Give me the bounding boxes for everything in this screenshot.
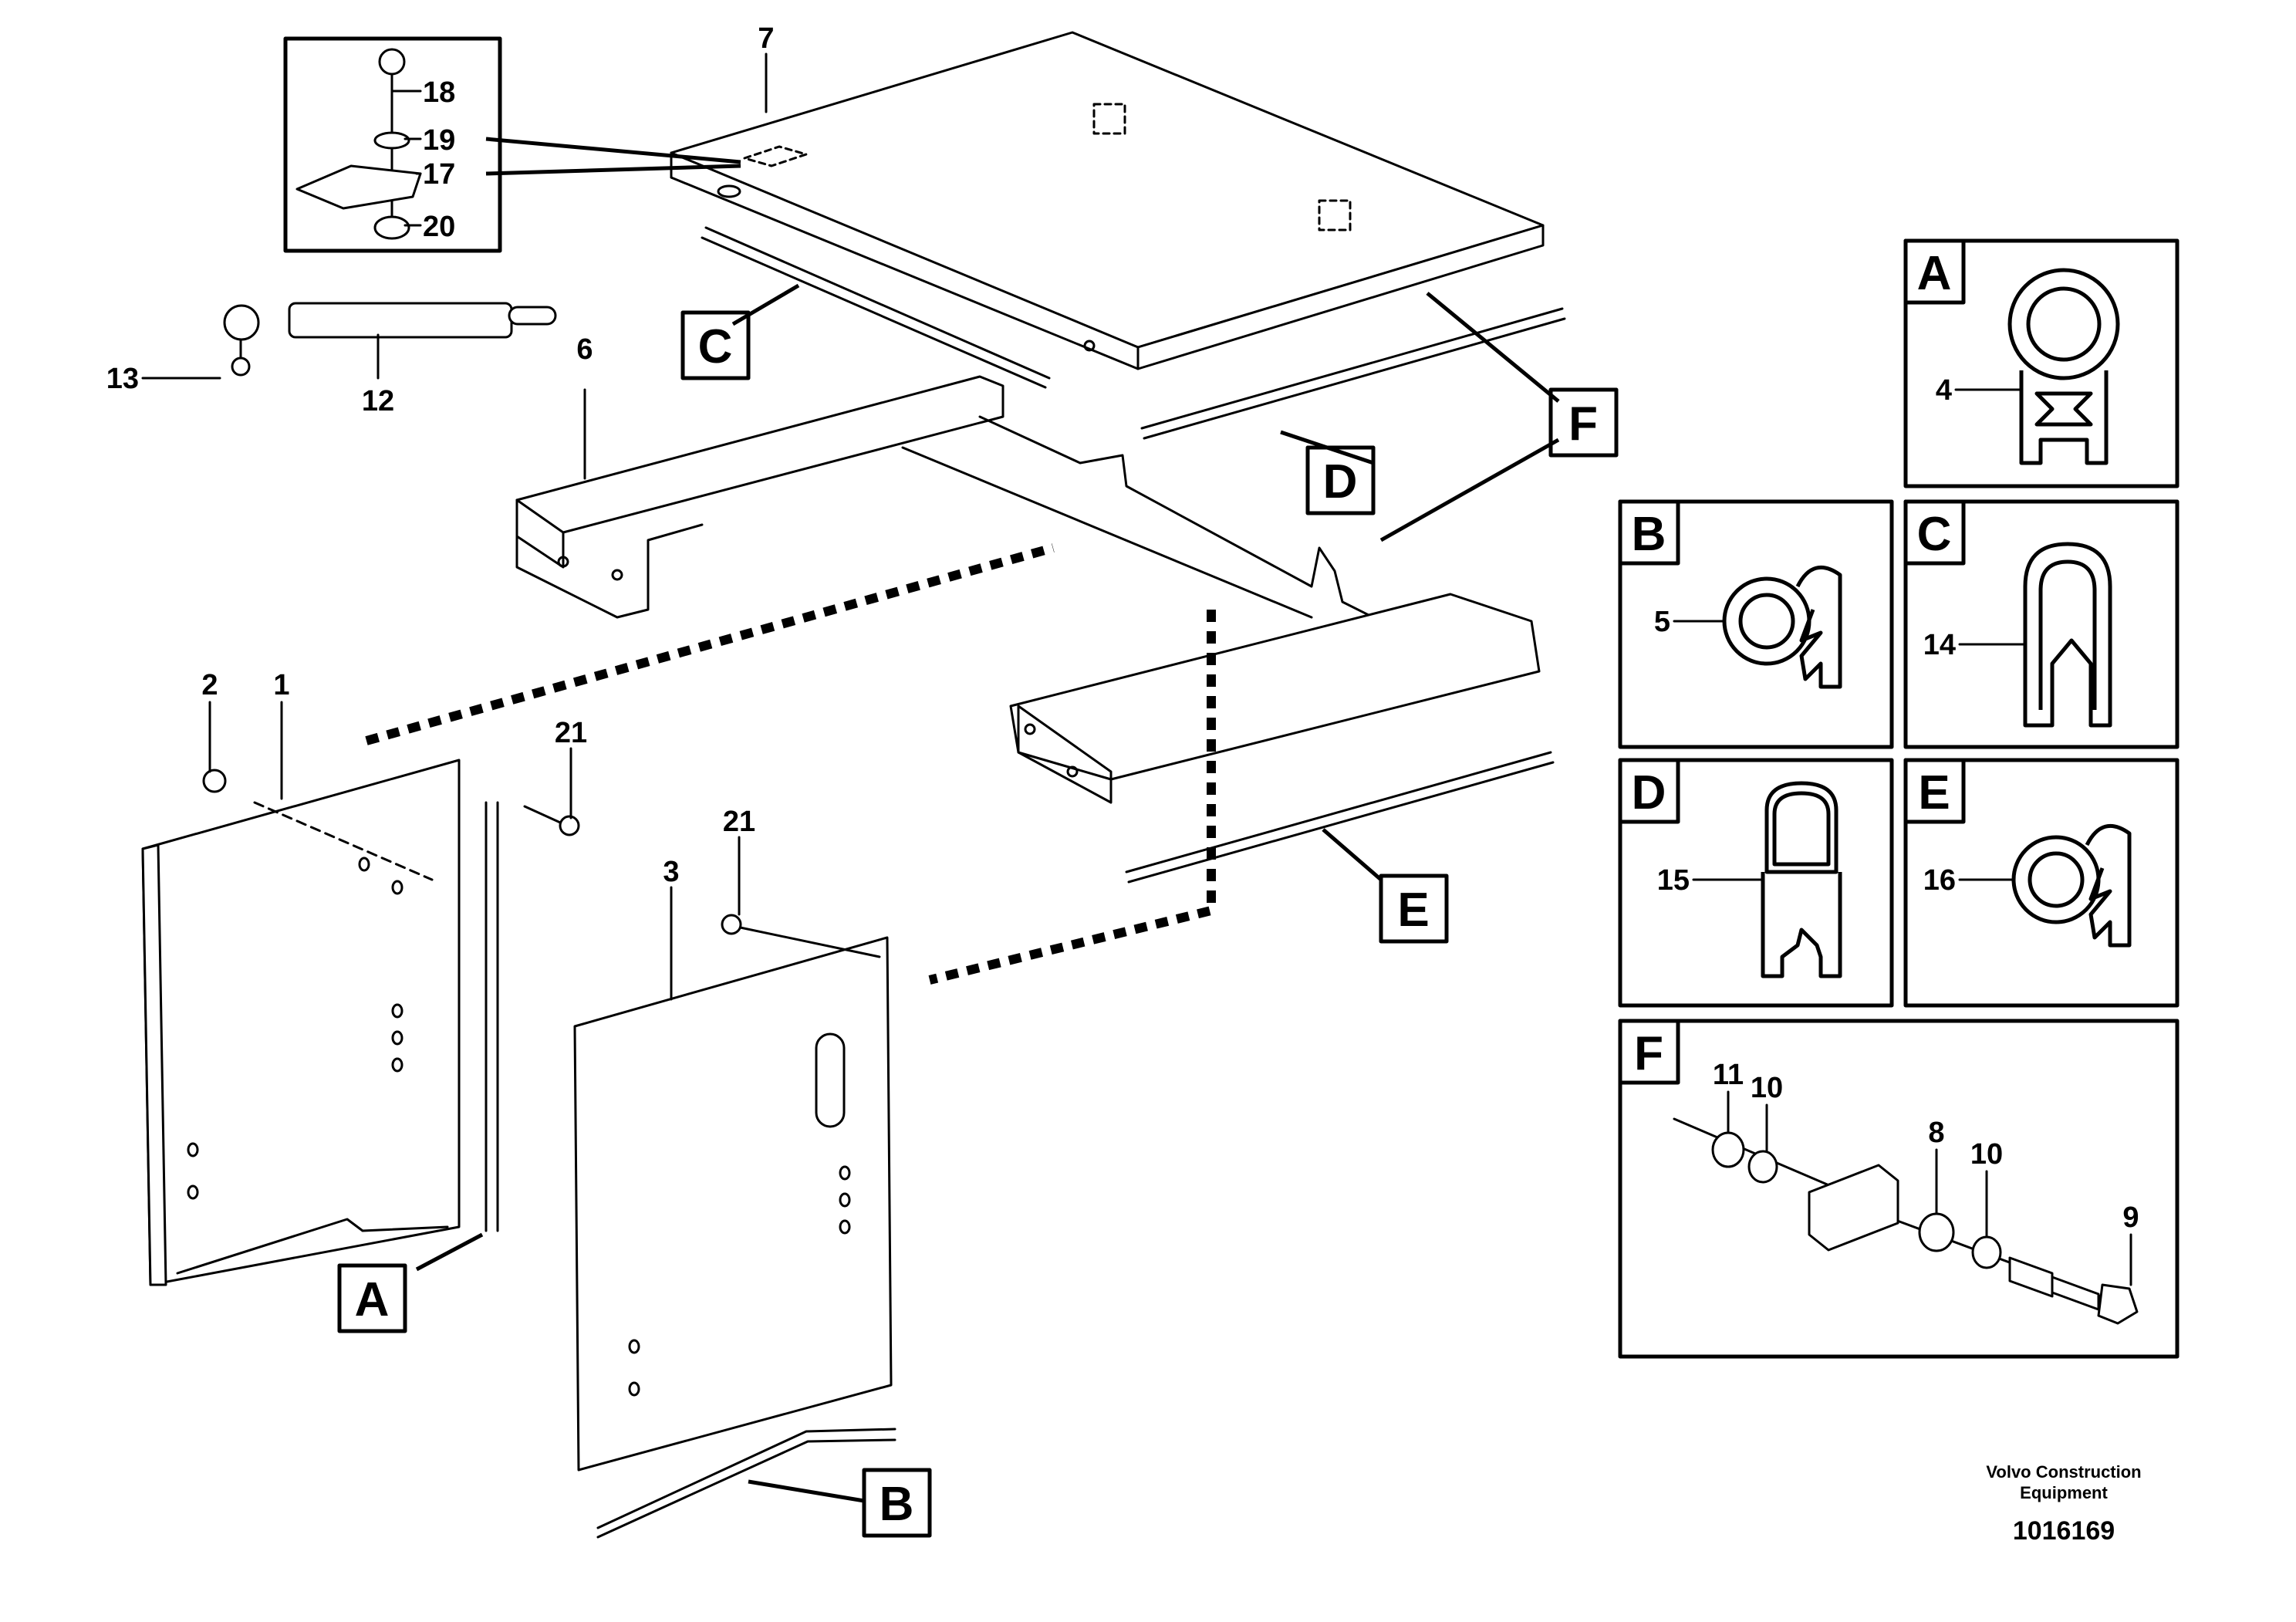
view-label-e: E [1379,874,1449,944]
callout-3: 3 [663,856,679,888]
detail-panel-c: C 14 [1903,499,2180,749]
fastener-detail-inset [283,36,741,253]
frame-assembly [515,375,1541,804]
svg-text:A: A [355,1273,390,1326]
svg-text:C: C [698,320,733,373]
svg-text:E: E [1397,884,1429,937]
seal-strip-b [596,1428,896,1539]
drawing-footer: Volvo Construction Equipment 1016169 [1986,1462,2141,1546]
bolt-21-left [523,805,580,836]
callout-19: 19 [423,124,455,157]
callout-13: 13 [106,363,139,395]
seal-strip-d [1140,307,1566,440]
view-label-f: F [1548,387,1619,458]
callout-17: 17 [423,158,455,191]
callout-4: 4 [1936,374,1952,407]
callout-6: 6 [576,333,593,366]
callout-18: 18 [423,76,455,109]
svg-text:A: A [1917,247,1952,300]
svg-text:F: F [1634,1027,1663,1080]
callout-21-right: 21 [723,806,755,838]
view-label-a: A [337,1263,407,1333]
svg-text:C: C [1917,508,1952,561]
callout-5: 5 [1654,606,1670,638]
view-label-b: B [862,1468,932,1538]
seal-strip-e [1125,751,1555,884]
callout-21-left: 21 [555,717,587,749]
detail-panel-d: D 15 [1618,758,1894,1008]
callout-16: 16 [1923,864,1956,897]
callout-1: 1 [273,669,289,701]
brand-line-1: Volvo Construction [1986,1462,2141,1482]
svg-text:E: E [1918,766,1950,819]
svg-text:D: D [1323,455,1358,509]
svg-text:B: B [880,1478,914,1531]
leader-lines [141,52,1560,1503]
callout-14: 14 [1923,629,1956,661]
seal-strip-c [701,226,1051,389]
callout-9: 9 [2122,1201,2139,1234]
detail-panel-e: E 16 [1903,758,2180,1008]
svg-text:F: F [1568,397,1598,451]
callout-8: 8 [1928,1117,1944,1149]
view-label-c: C [680,310,751,380]
detail-panel-f: F 11 10 8 10 9 [1618,1019,2180,1359]
top-cover [670,31,1545,370]
callout-2: 2 [201,669,218,701]
gas-strut-12 [223,302,557,377]
callout-15: 15 [1657,864,1690,897]
callout-11: 11 [1713,1059,1744,1091]
callout-10-right: 10 [1970,1138,2003,1171]
svg-text:D: D [1632,766,1666,819]
callout-20: 20 [423,211,455,243]
brand-line-2: Equipment [2020,1483,2108,1502]
side-panel-1 [141,759,499,1286]
callout-10-left: 10 [1751,1072,1783,1104]
detail-panel-b: B 5 [1618,499,1894,749]
view-label-d: D [1305,445,1376,515]
svg-text:B: B [1632,508,1666,561]
connector-dashed-line-left [365,543,1055,745]
callout-12: 12 [362,385,394,417]
callout-7: 7 [758,22,774,55]
detail-panel-a: A 4 [1903,238,2180,488]
side-panel-3 [573,914,893,1472]
drawing-number: 1016169 [2013,1516,2115,1546]
